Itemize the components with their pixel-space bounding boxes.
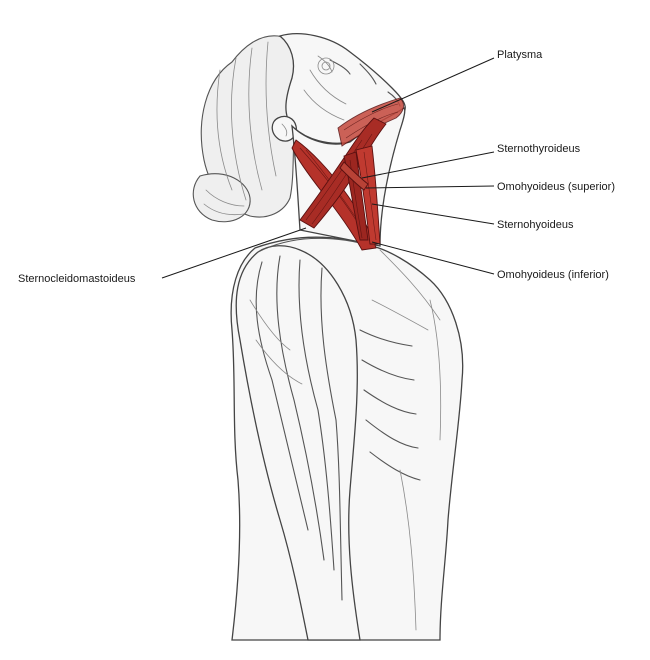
leader-platysma: [371, 57, 495, 113]
leader-sternohyoideus: [371, 203, 495, 225]
label-sternohyoideus: Sternohyoideus: [497, 219, 574, 231]
leader-omohyoideus-superior: [365, 185, 495, 189]
omohyoideus-muscle: [339, 161, 369, 191]
label-omohyoideus-superior: Omohyoideus (superior): [497, 181, 615, 193]
torso-figure: [230, 236, 464, 641]
label-sternothyroideus: Sternothyroideus: [497, 143, 581, 155]
leader-omohyoideus-inferior: [371, 241, 495, 275]
leader-sternothyroideus: [361, 151, 495, 179]
label-platysma: Platysma: [497, 49, 543, 61]
label-sternocleidomastoideus: Sternocleidomastoideus: [18, 273, 136, 285]
leader-sternocleidomastoideus: [161, 227, 307, 279]
neck-muscles: [291, 97, 404, 251]
leader-lines: [161, 57, 495, 279]
labels: Platysma Sternothyroideus Omohyoideus (s…: [18, 49, 615, 285]
label-omohyoideus-inferior: Omohyoideus (inferior): [497, 269, 609, 281]
